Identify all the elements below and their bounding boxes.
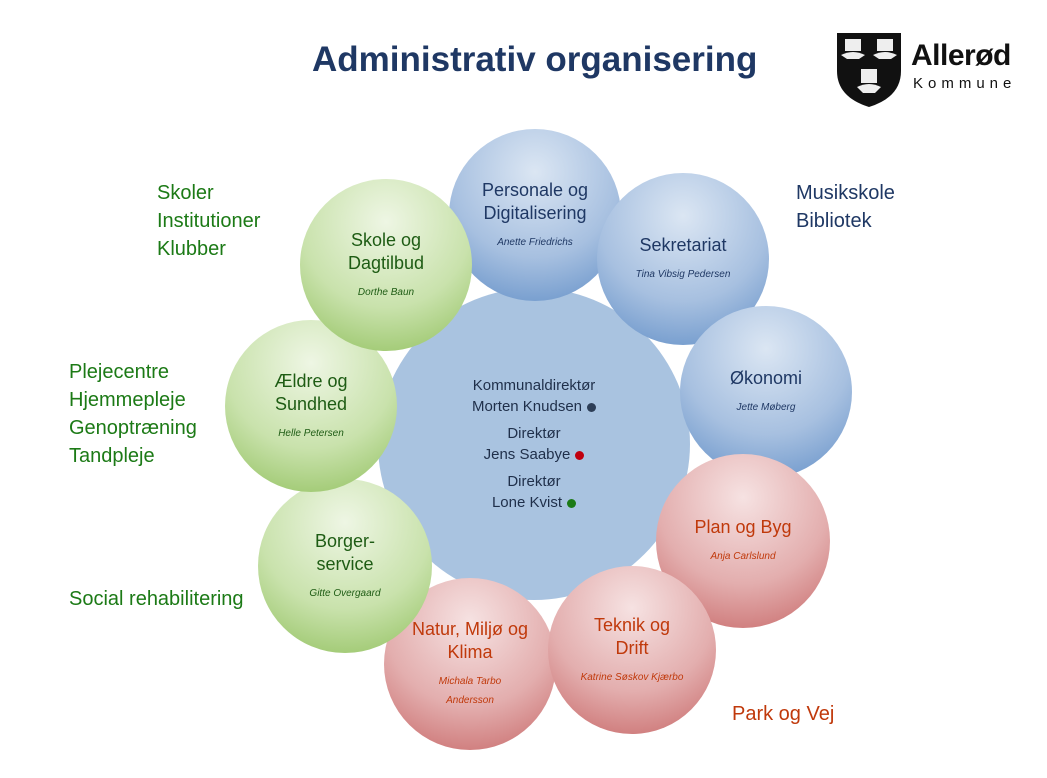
role: Direktør — [507, 425, 561, 442]
unit-leader: Michala Tarbo Andersson — [438, 676, 502, 706]
unit-leader: Tina Vibsig Pedersen — [635, 269, 731, 280]
unit-title: Skole og Dagtilbud — [347, 229, 425, 273]
unit-leader: Jette Møberg — [736, 402, 796, 413]
coat-of-arms-icon — [837, 33, 901, 107]
unit-leader: Katrine Søskov Kjærbo — [580, 671, 684, 683]
dot-icon — [575, 450, 585, 460]
unit-title: Økonomi — [729, 368, 803, 388]
unit-leader: Anette Friedrichs — [497, 236, 573, 248]
unit-title: Natur, Miljø og Klima — [411, 619, 529, 662]
dot-icon — [567, 498, 577, 508]
role: Direktør — [507, 473, 561, 490]
unit-title: Sekretariat — [639, 235, 727, 255]
role: Kommunaldirektør — [472, 377, 596, 394]
unit-leader: Gitte Overgaard — [309, 587, 381, 599]
director-name: Jens Saabye — [483, 446, 571, 463]
unit-title: Ældre og Sundhed — [274, 370, 348, 414]
unit-leader: Dorthe Baun — [357, 286, 415, 298]
unit-title: Teknik og Drift — [593, 614, 671, 658]
unit-title: Plan og Byg — [694, 517, 792, 537]
page-title: Administrativ organisering — [312, 40, 758, 79]
label-park: Park og Vej — [732, 703, 835, 725]
unit-title: Borger-service — [314, 530, 376, 574]
allerod-logo: Allerød Kommune — [835, 31, 1030, 111]
dot-icon — [587, 402, 597, 412]
logo-subtitle: Kommune — [913, 75, 1017, 92]
label-social: Social rehabilitering — [69, 588, 244, 610]
unit-leader: Helle Petersen — [278, 427, 344, 439]
director-name: Morten Knudsen — [471, 398, 583, 415]
unit-title: Personale og Digitalisering — [481, 179, 589, 223]
logo-name: Allerød — [911, 39, 1011, 72]
director-name: Lone Kvist — [491, 494, 563, 511]
unit-leader: Anja Carlslund — [710, 551, 776, 562]
